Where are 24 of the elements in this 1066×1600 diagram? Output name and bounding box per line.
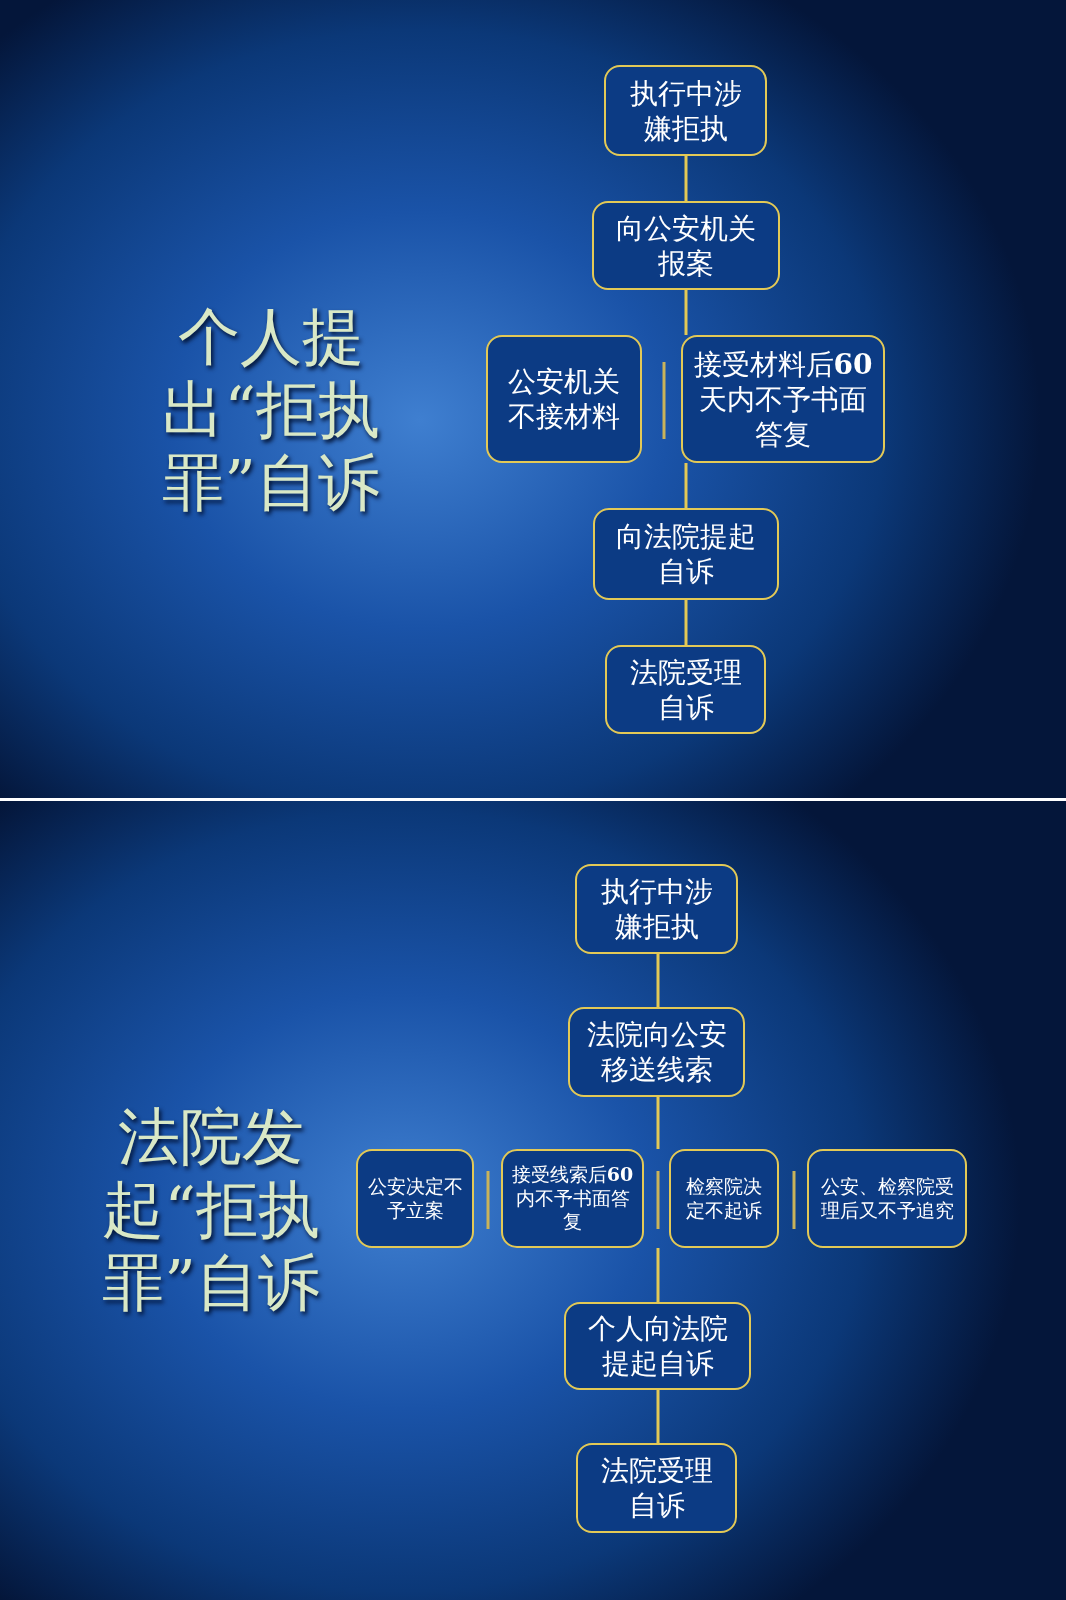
connector-line: [656, 954, 660, 1007]
process-box: 公安、检察院受理后又不予追究: [807, 1149, 967, 1248]
heading: 个人提出“拒执罪”自诉: [161, 300, 381, 520]
process-box: 法院向公安移送线索: [568, 1007, 745, 1097]
process-box: 法院受理自诉: [605, 645, 766, 734]
process-box: 公安决定不予立案: [356, 1149, 474, 1248]
process-box: 公安机关不接材料: [486, 335, 642, 463]
process-box: 接受材料后60天内不予书面答复: [681, 335, 885, 463]
process-box: 个人向法院提起自诉: [564, 1302, 751, 1390]
process-box: 接受线索后60内不予书面答复: [501, 1149, 644, 1248]
connector-line: [656, 1248, 660, 1302]
connector-line: [684, 156, 688, 201]
process-box: 检察院决定不起诉: [669, 1149, 779, 1248]
connector-line: [656, 1097, 660, 1149]
heading: 法院发起“拒执罪”自诉: [101, 1100, 321, 1320]
process-box: 向公安机关报案: [592, 201, 780, 290]
process-box: 执行中涉嫌拒执: [604, 65, 767, 156]
process-box: 法院受理自诉: [576, 1443, 737, 1533]
connector-line: [656, 1390, 660, 1443]
process-box: 向法院提起自诉: [593, 508, 779, 600]
connector-line: [684, 463, 688, 508]
connector-line: [684, 290, 688, 335]
connector-line: [684, 600, 688, 645]
process-box: 执行中涉嫌拒执: [575, 864, 738, 954]
